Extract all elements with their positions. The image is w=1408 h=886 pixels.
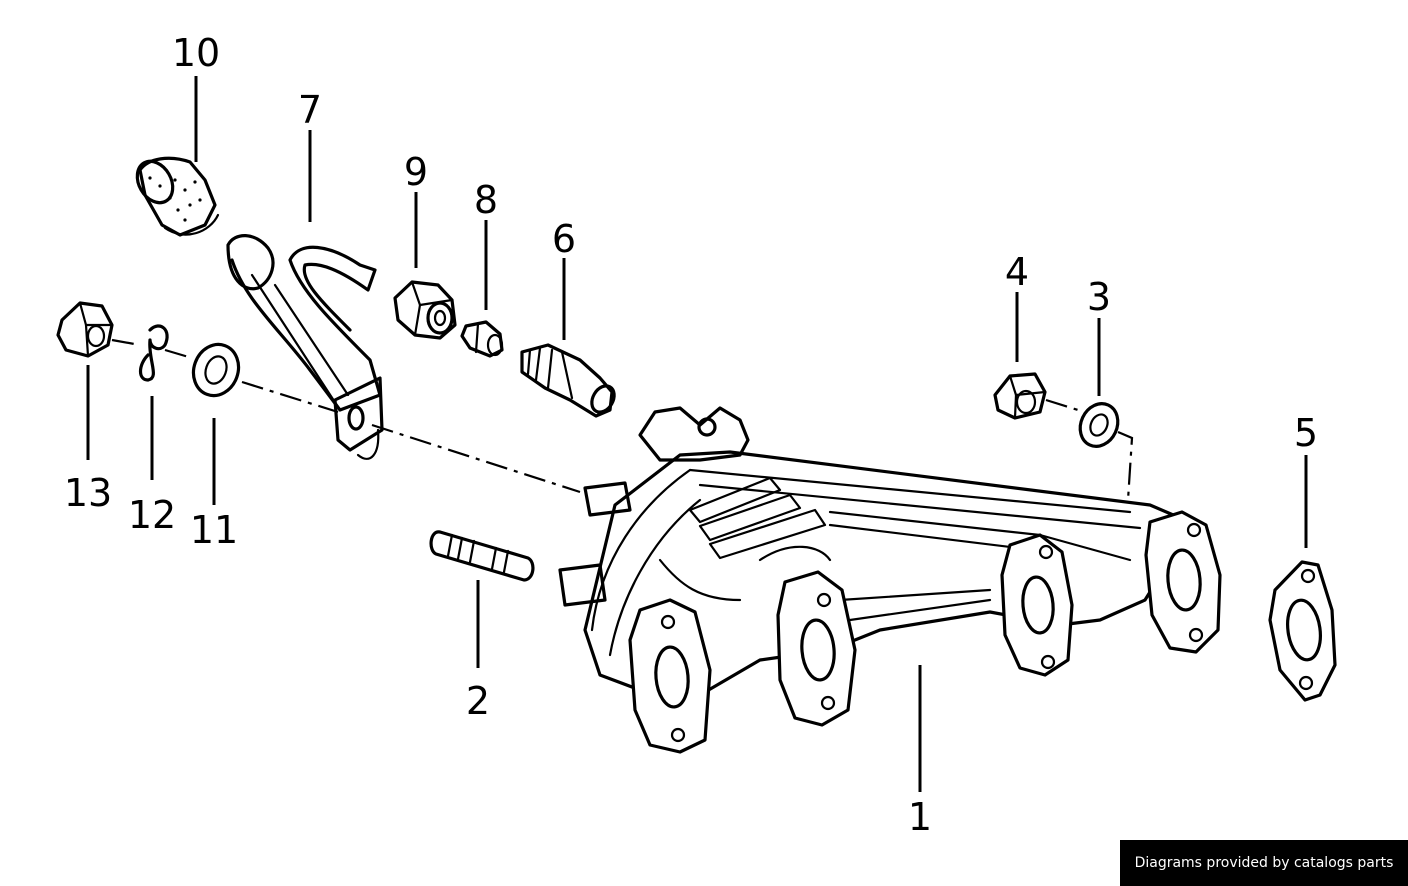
assembly-lines [111, 338, 1134, 501]
filter-cap [135, 156, 220, 237]
exhaust-manifold [558, 406, 1222, 754]
callout-3: 3 [1087, 275, 1111, 319]
callout-13: 13 [64, 471, 112, 515]
callout-6: 6 [552, 217, 576, 261]
callout-10: 10 [172, 31, 220, 75]
gasket [1268, 560, 1337, 702]
callout-5: 5 [1294, 411, 1318, 455]
credit-banner: Diagrams provided by catalogs parts [1120, 840, 1408, 886]
callout-8: 8 [474, 178, 498, 222]
callout-9: 9 [404, 150, 428, 194]
callout-1: 1 [908, 795, 932, 839]
callout-7: 7 [298, 88, 322, 132]
callout-11: 11 [190, 508, 238, 552]
union-nut [393, 280, 457, 340]
nut-13 [56, 301, 114, 358]
stud [429, 530, 535, 582]
callout-numbers: 1 2 3 4 5 6 7 8 9 10 11 12 13 [64, 31, 1318, 839]
washer-11 [191, 342, 241, 398]
pipe-with-bracket [226, 234, 384, 460]
callout-2: 2 [466, 679, 490, 723]
lock-washer [138, 324, 169, 382]
callout-12: 12 [128, 493, 176, 537]
pin [460, 320, 504, 358]
nut-4 [993, 372, 1047, 420]
washer-3 [1078, 402, 1120, 448]
leader-lines [86, 76, 1308, 792]
fitting [520, 343, 616, 418]
callout-4: 4 [1005, 250, 1029, 294]
